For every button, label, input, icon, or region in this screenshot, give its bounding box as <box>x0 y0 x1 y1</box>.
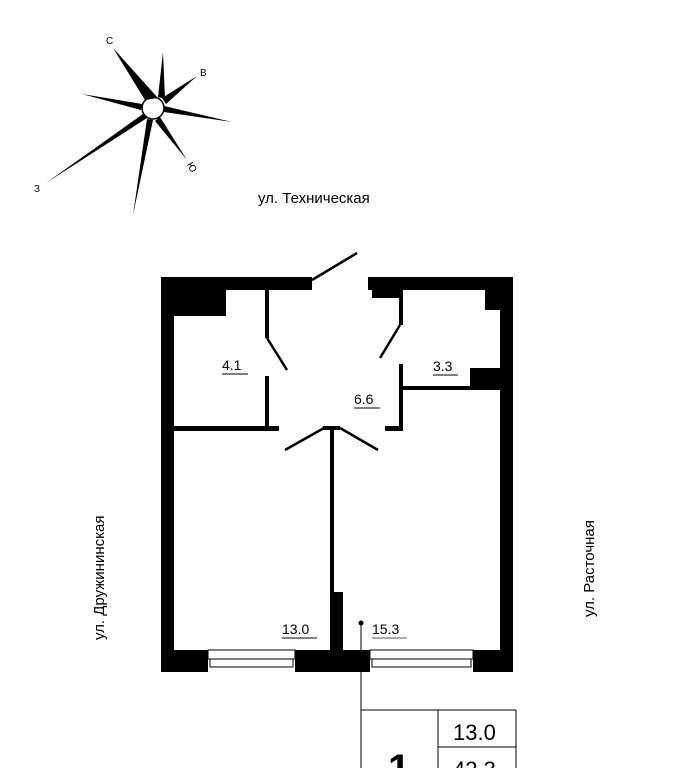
bathroom-door <box>265 337 289 371</box>
apartment-legend: 1 13.0 42.3 <box>358 620 517 768</box>
walls <box>161 277 513 672</box>
compass-east: В <box>200 68 207 79</box>
street-right: ул. Расточная <box>581 520 598 617</box>
room-area-living: 15.3 <box>372 621 399 637</box>
street-left: ул. Дружининская <box>91 516 108 640</box>
living-area: 13.0 <box>453 720 496 745</box>
rooms-count: 1 <box>388 747 410 768</box>
room-area-bathroom: 4.1 <box>222 357 242 373</box>
bedroom-door <box>284 426 325 452</box>
room-labels: 4.1 6.6 3.3 13.0 15.3 <box>222 357 458 639</box>
compass-north: С <box>106 36 113 47</box>
windows <box>207 649 474 668</box>
total-area: 42.3 <box>453 757 496 768</box>
wc-door <box>378 324 402 359</box>
living-door <box>339 426 379 452</box>
street-top: ул. Техническая <box>258 190 370 207</box>
doors <box>265 251 402 452</box>
compass-south: Ю <box>184 161 199 175</box>
room-area-wc: 3.3 <box>433 358 453 374</box>
room-area-bedroom: 13.0 <box>282 621 309 637</box>
compass-west: З <box>34 184 40 195</box>
compass-rose-icon: С В Ю З <box>34 36 232 215</box>
entry-door <box>311 251 358 282</box>
room-area-hall: 6.6 <box>354 391 374 407</box>
